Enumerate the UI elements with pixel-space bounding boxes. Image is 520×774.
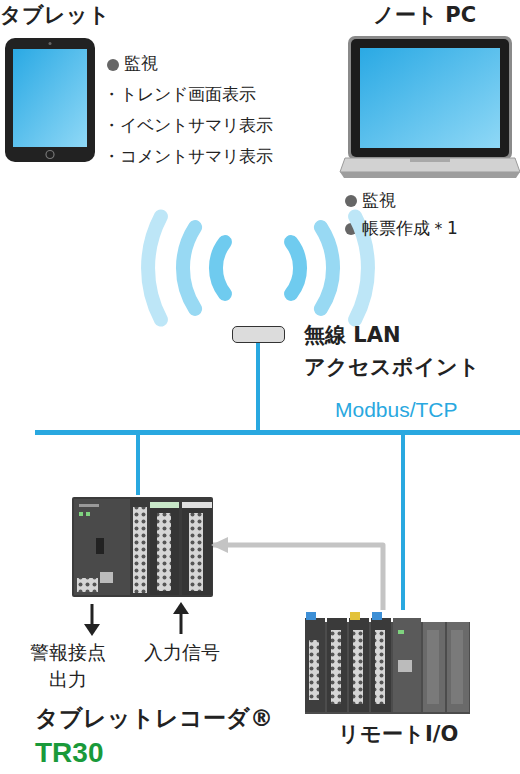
recorder-illustration bbox=[189, 513, 203, 591]
remote-io-illustration bbox=[349, 618, 369, 712]
node-text: ・イベントサマリ表示 bbox=[103, 114, 323, 138]
signal-arrow bbox=[84, 624, 100, 636]
recorder-illustration bbox=[79, 512, 83, 516]
remote-io-illustration bbox=[350, 612, 360, 620]
recorder-illustration bbox=[150, 502, 179, 508]
remote-io-illustration bbox=[371, 618, 391, 712]
laptop-illustration bbox=[340, 158, 520, 172]
node-text: 監視 bbox=[124, 52, 324, 76]
remote-io-illustration bbox=[353, 630, 363, 704]
remote-io-illustration bbox=[451, 630, 463, 704]
tablet-illustration bbox=[49, 42, 52, 45]
laptop-illustration bbox=[340, 36, 520, 178]
wireless-waves bbox=[216, 242, 225, 294]
node-text: TR30 bbox=[35, 733, 185, 772]
recorder-illustration bbox=[79, 504, 99, 507]
remote-io-illustration bbox=[398, 660, 412, 672]
remote-io-illustration bbox=[305, 612, 470, 714]
signal-arrow bbox=[180, 612, 183, 634]
wireless-waves bbox=[148, 216, 368, 319]
node-text: ・コメントサマリ表示 bbox=[103, 145, 323, 169]
recorder-illustration bbox=[96, 538, 104, 554]
remote-io-illustration bbox=[427, 630, 439, 704]
node-heading: タブレット bbox=[0, 1, 150, 30]
remote-io-illustration bbox=[305, 618, 325, 712]
node-heading: リモートI/O bbox=[338, 720, 498, 749]
recorder-illustration bbox=[182, 502, 212, 508]
recorder-illustration bbox=[74, 499, 130, 595]
node-heading: Modbus/TCP bbox=[335, 395, 515, 424]
recorder-illustration bbox=[133, 507, 147, 593]
remote-io-illustration bbox=[375, 630, 385, 704]
wireless-waves bbox=[183, 227, 195, 309]
recorder-illustration bbox=[86, 512, 90, 516]
remote-io-illustration bbox=[331, 630, 341, 704]
wireless-waves bbox=[291, 242, 300, 294]
signal-label: 入力信号 bbox=[136, 639, 228, 666]
node-heading: ノート PC bbox=[373, 1, 520, 30]
remote-io-illustration bbox=[372, 612, 382, 620]
network-drop bbox=[256, 343, 260, 430]
recorder-illustration bbox=[100, 572, 113, 583]
wireless-waves bbox=[148, 216, 161, 319]
tablet-illustration bbox=[5, 38, 95, 162]
remote-io-illustration bbox=[327, 618, 347, 712]
laptop-device: ノート PC監視帳票作成＊1 bbox=[340, 38, 520, 178]
laptop-illustration bbox=[360, 48, 500, 148]
tablet-illustration bbox=[46, 151, 54, 159]
remote-io-illustration bbox=[423, 622, 445, 712]
recorder-illustration bbox=[72, 497, 213, 597]
recorder-illustration bbox=[150, 502, 179, 595]
remote-io-illustration bbox=[309, 640, 319, 700]
tablet-illustration bbox=[5, 38, 95, 162]
node-text: 監視 bbox=[362, 189, 512, 213]
recorder-illustration bbox=[77, 578, 98, 592]
bullet-dot bbox=[345, 195, 357, 207]
laptop-illustration bbox=[340, 172, 520, 178]
tablet-device: タブレット監視・トレンド画面表示・イベントサマリ表示・コメントサマリ表示 bbox=[5, 38, 95, 162]
node-text: 帳票作成＊1 bbox=[362, 217, 512, 241]
remote-io-illustration bbox=[306, 612, 316, 620]
wireless-waves bbox=[321, 227, 333, 309]
laptop-illustration bbox=[351, 39, 509, 157]
network-bus: Modbus/TCP bbox=[35, 430, 520, 435]
node-heading: タブレットレコーダ® bbox=[35, 702, 355, 734]
node-text: ・トレンド画面表示 bbox=[103, 83, 323, 107]
recorder-illustration bbox=[182, 502, 212, 595]
signal-arrow bbox=[84, 602, 189, 636]
data-flow-arrow bbox=[213, 545, 383, 610]
signal-label: 警報接点 出力 bbox=[22, 639, 114, 692]
recorder-illustration bbox=[72, 497, 213, 597]
remote-io-device: リモートI/O bbox=[305, 610, 470, 715]
remote-io-illustration bbox=[393, 618, 421, 712]
laptop-illustration bbox=[410, 158, 450, 162]
access-point-box: 無線 LAN アクセスポイント bbox=[232, 326, 285, 343]
laptop-illustration bbox=[348, 36, 512, 160]
bullet-dot bbox=[107, 59, 119, 71]
recorder-illustration bbox=[157, 513, 171, 591]
recorder-device: タブレットレコーダ®TR30 bbox=[72, 495, 213, 597]
signal-arrow bbox=[91, 604, 94, 626]
remote-io-illustration bbox=[447, 622, 469, 712]
network-drop bbox=[136, 435, 140, 495]
tablet-illustration bbox=[13, 49, 87, 147]
node-heading: 無線 LAN アクセスポイント bbox=[304, 320, 509, 383]
network-drop bbox=[401, 435, 405, 610]
remote-io-illustration bbox=[398, 630, 404, 634]
